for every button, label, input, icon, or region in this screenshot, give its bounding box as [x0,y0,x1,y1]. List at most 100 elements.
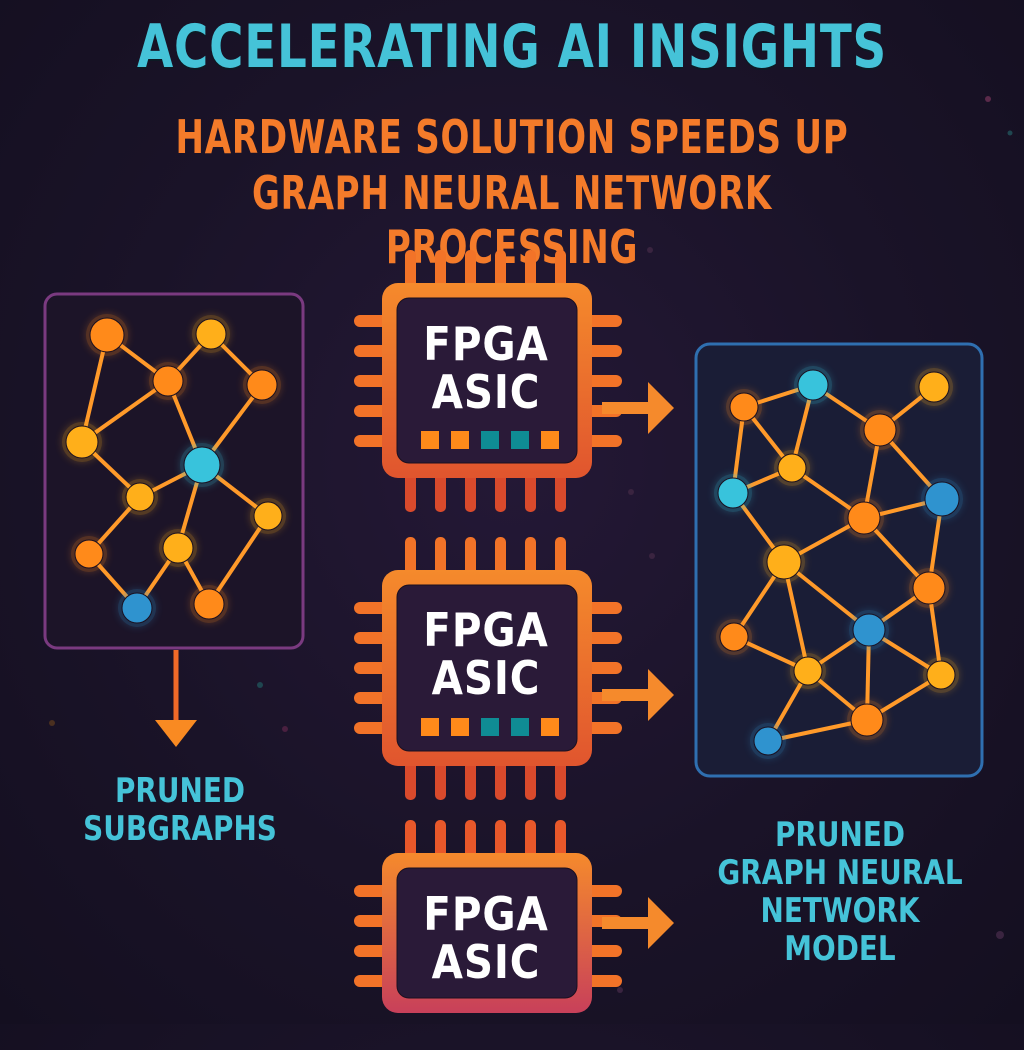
right-caption-line: MODEL [784,929,896,970]
chip-1-graphic [354,250,674,512]
chip-pin [405,760,416,800]
main-title: ACCELERATING AI INSIGHTS [136,12,888,82]
subtitle-line-2: GRAPH NEURAL NETWORK PROCESSING [251,166,773,274]
chip-pin [405,472,416,512]
left-caption-line: PRUNED [114,771,246,811]
chip-2: FPGA ASIC [380,556,592,768]
chip-pin [495,760,506,800]
subtitle-line-1: HARDWARE SOLUTION SPEEDS UP [175,110,849,164]
chip-pin [525,537,536,577]
chip-pin [555,820,566,860]
graph-node-yellow [253,501,283,531]
chip-pin [435,472,446,512]
chip-pin [555,472,566,512]
diagram-canvas [43,96,1013,1013]
chip-pin [435,250,446,290]
chip-pin [525,472,536,512]
chip-pin [495,820,506,860]
particle [257,682,263,688]
right-caption-line: PRUNED [774,815,906,855]
graph-node-blue [852,613,886,647]
chip-pin [555,250,566,290]
graph-node-blue [753,726,783,756]
output-arrow-shaft [602,689,650,701]
particle [617,987,623,993]
chip-1: FPGA ASIC [380,268,592,480]
indicator-light-orange [451,718,469,736]
chip-line-1: FPGA [423,317,549,371]
graph-node-orange [850,703,884,737]
indicator-light-teal [511,431,529,449]
graph-node-yellow [65,425,99,459]
output-arrow-head [648,382,674,434]
graph-node-orange [74,539,104,569]
left-graph-panel [43,292,305,650]
down-arrow [155,650,197,747]
indicator-light-orange [541,431,559,449]
chip-3: FPGA ASIC [380,838,592,1050]
right-graph-nodes [714,366,963,759]
particle [1007,130,1013,136]
chip-pin [495,250,506,290]
chip-line-1: FPGA [423,887,549,941]
chip-line-1: FPGA [423,603,549,657]
graph-node-yellow [162,532,194,564]
chip-pin [525,250,536,290]
right-graph-panel [694,342,984,778]
chip-pin [465,537,476,577]
chip-pin [435,820,446,860]
chip-pin [465,820,476,860]
indicator-light-orange [541,718,559,736]
chip-pin [495,537,506,577]
graph-node-orange [847,501,881,535]
graph-node-yellow [125,482,155,512]
particle [628,489,634,495]
graph-node-cyan [717,477,749,509]
chips [354,250,674,1013]
chip-core [396,584,578,752]
chip-pin [435,537,446,577]
particle [996,931,1004,939]
output-arrow-head [648,669,674,721]
graph-node-yellow [918,371,950,403]
graph-node-blue [121,592,153,624]
graph-node-orange [246,369,278,401]
chip-core [396,867,578,999]
left-graph-nodes [62,314,286,627]
indicator-light-teal [481,718,499,736]
chip-pin [525,760,536,800]
particle [647,247,653,253]
left-caption-line: SUBGRAPHS [83,809,277,850]
graph-node-blue [924,481,960,517]
background-particles [49,96,1013,993]
chip-pin [465,250,476,290]
chip-label: FPGA ASIC [393,890,580,987]
indicator-light-teal [481,431,499,449]
particle [985,96,991,102]
output-arrow-head [648,897,674,949]
graph-node-orange [719,622,749,652]
output-arrow-shaft [602,402,650,414]
chip-pin [495,472,506,512]
right-caption-line: GRAPH NEURAL [717,853,963,894]
right-caption: PRUNED GRAPH NEURAL NETWORK MODEL [701,816,980,968]
chip-pin [465,472,476,512]
particle [649,553,655,559]
graph-node-orange [193,588,225,620]
particle [49,720,55,726]
particle [282,726,288,732]
chip-2-graphic [354,537,674,800]
graph-node-orange [912,571,946,605]
graph-node-yellow [777,453,807,483]
chip-line-2: ASIC [431,651,541,706]
chip-label: FPGA ASIC [393,320,580,417]
indicator-light-orange [451,431,469,449]
graph-node-orange [729,392,759,422]
chip-pin [405,820,416,860]
chip-3-graphic [354,820,674,1013]
chip-label: FPGA ASIC [393,606,580,703]
graph-node-orange [863,413,897,447]
chip-pin [405,250,416,290]
chip-pin [525,820,536,860]
indicator-light-orange [421,431,439,449]
